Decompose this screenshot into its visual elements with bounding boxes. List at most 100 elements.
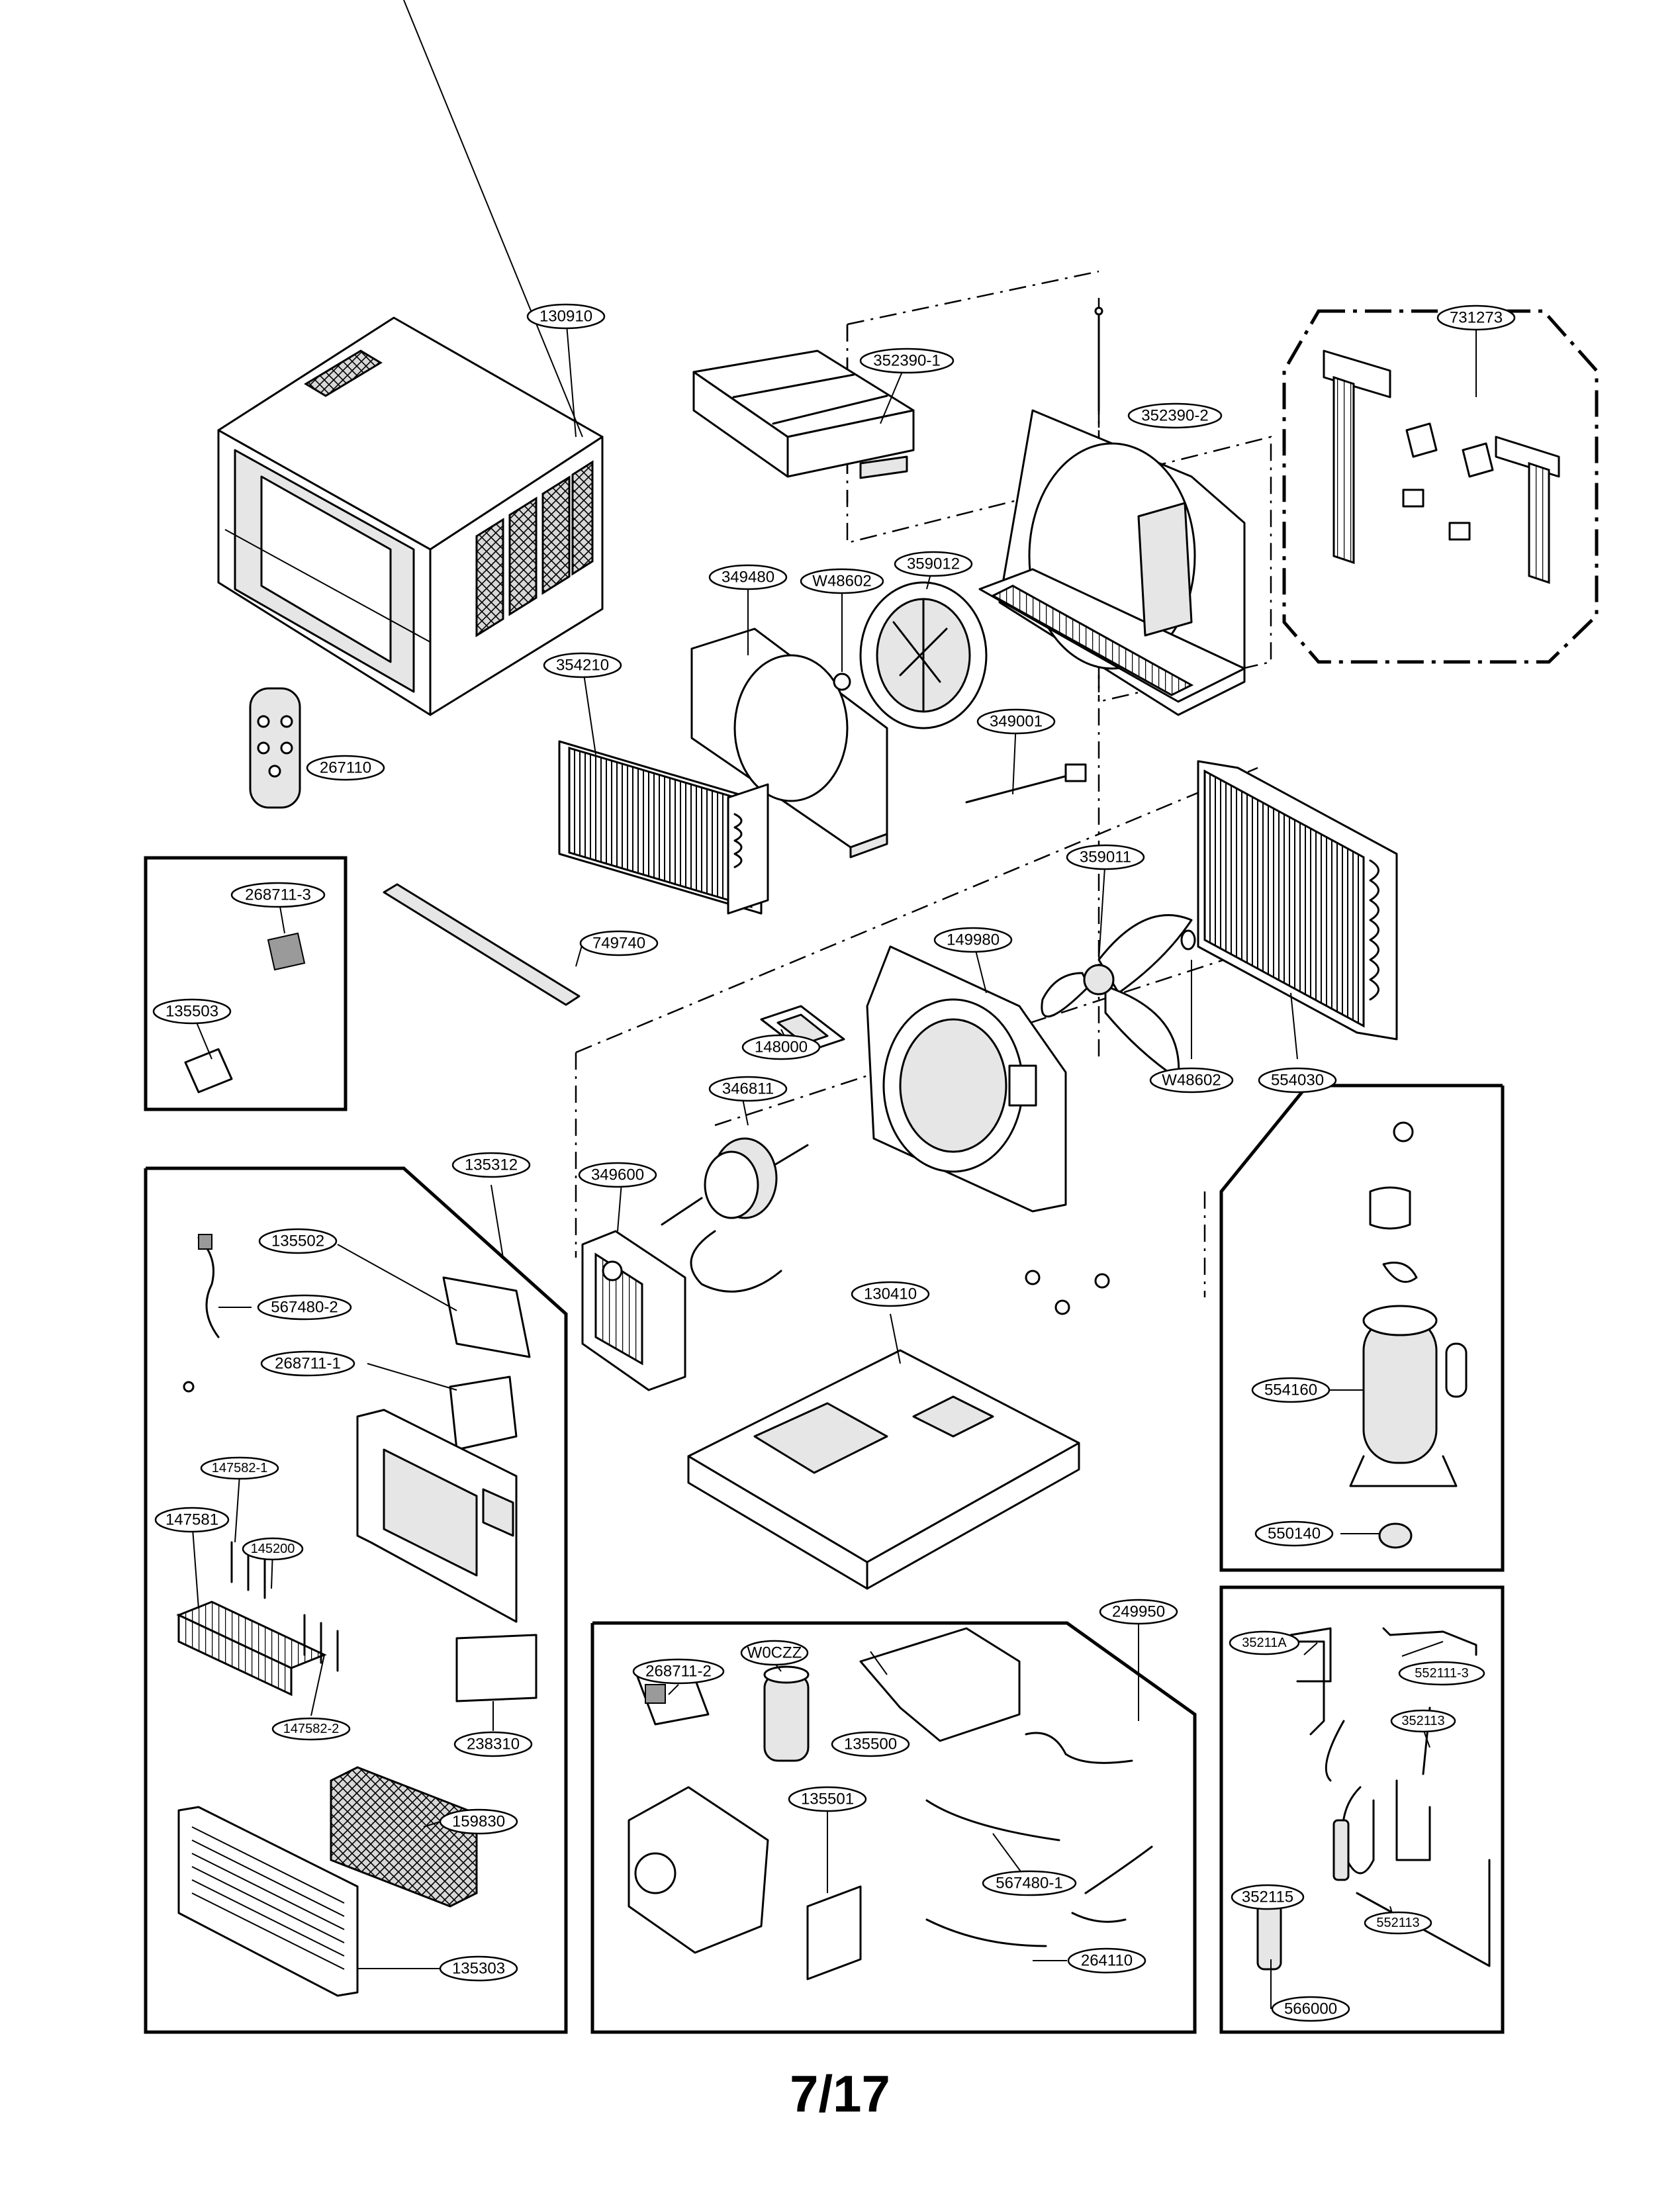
part-label-text: 349001 bbox=[990, 713, 1043, 731]
page-number: 7/17 bbox=[790, 2065, 890, 2123]
part-label: 148000 bbox=[741, 1034, 821, 1060]
part-label-text: 349480 bbox=[722, 569, 774, 586]
part-label-text: 352115 bbox=[1242, 1888, 1293, 1906]
part-label: 135312 bbox=[451, 1152, 531, 1178]
part-label: 249950 bbox=[1099, 1599, 1178, 1625]
part-label: 268711-3 bbox=[230, 882, 326, 908]
cabinet-130910 bbox=[217, 0, 604, 716]
part-label: 267110 bbox=[306, 755, 385, 781]
part-label-text: 148000 bbox=[755, 1039, 808, 1056]
part-label-text: 352390-2 bbox=[1141, 407, 1208, 425]
part-label-text: 550140 bbox=[1268, 1525, 1321, 1543]
part-label: W48602 bbox=[800, 568, 884, 594]
part-label-text: 249950 bbox=[1112, 1603, 1165, 1621]
part-label: 147581 bbox=[154, 1507, 230, 1533]
shroud-149980 bbox=[866, 945, 1067, 1213]
part-label-text: 159830 bbox=[452, 1813, 505, 1831]
shroud-349480 bbox=[690, 628, 888, 859]
part-label: 359012 bbox=[894, 551, 973, 577]
part-label-text: 147582-1 bbox=[212, 1461, 268, 1475]
part-label-text: 349600 bbox=[591, 1166, 644, 1184]
part-label-text: 135502 bbox=[271, 1233, 324, 1250]
part-label: 567480-1 bbox=[982, 1870, 1077, 1896]
part-label: 554160 bbox=[1251, 1377, 1330, 1403]
part-label: W48602 bbox=[1149, 1067, 1234, 1094]
part-label: 268711-1 bbox=[260, 1350, 355, 1377]
part-label-text: 147582-2 bbox=[283, 1722, 340, 1736]
blower-wheel-359012 bbox=[833, 581, 988, 729]
part-label: 550140 bbox=[1254, 1520, 1334, 1547]
part-label: 552111-3 bbox=[1398, 1661, 1485, 1686]
part-label-text: 554160 bbox=[1264, 1381, 1317, 1399]
section-boxes bbox=[144, 309, 1599, 2034]
part-label: 159830 bbox=[439, 1808, 518, 1835]
part-label-text: W0CZZ bbox=[747, 1644, 802, 1662]
part-label-text: 149980 bbox=[947, 931, 1000, 949]
part-label: 346811 bbox=[708, 1076, 788, 1102]
base-pan-130410 bbox=[687, 1270, 1110, 1590]
thermistor-349001 bbox=[965, 763, 1087, 804]
seal-strip-749740 bbox=[383, 883, 581, 1006]
part-label: 566000 bbox=[1271, 1996, 1350, 2022]
part-label: 130910 bbox=[526, 303, 606, 330]
part-label: 349001 bbox=[976, 708, 1056, 735]
part-label-text: 749740 bbox=[592, 935, 645, 953]
part-label-text: 268711-3 bbox=[245, 886, 311, 904]
condenser-554030 bbox=[1197, 760, 1398, 1041]
part-label-text: 264110 bbox=[1081, 1952, 1133, 1970]
remote-267110 bbox=[249, 687, 301, 809]
part-label-text: 135503 bbox=[165, 1003, 218, 1021]
part-label-text: 552113 bbox=[1376, 1916, 1419, 1930]
part-label: 349480 bbox=[708, 564, 788, 590]
bracket-349600 bbox=[581, 1230, 686, 1391]
compressor-554160 bbox=[1349, 1121, 1468, 1549]
part-label-text: 731273 bbox=[1450, 309, 1503, 327]
part-label: 268711-2 bbox=[632, 1658, 725, 1685]
part-label: 135500 bbox=[831, 1731, 910, 1757]
shroud-352390-2 bbox=[978, 306, 1246, 716]
part-label: 149980 bbox=[933, 927, 1013, 953]
part-label-text: 135312 bbox=[465, 1156, 518, 1174]
part-label-text: 567480-2 bbox=[271, 1299, 338, 1317]
part-label: 349600 bbox=[578, 1162, 657, 1188]
part-label: W0CZZ bbox=[740, 1640, 809, 1666]
part-label: 35211A bbox=[1229, 1630, 1300, 1655]
part-label-text: 267110 bbox=[320, 759, 371, 777]
part-label-text: 554030 bbox=[1271, 1072, 1324, 1090]
part-label: 352390-2 bbox=[1127, 402, 1223, 429]
parts-268711-3-135503 bbox=[184, 932, 306, 1094]
part-label-text: W48602 bbox=[812, 573, 871, 590]
air-guide-352390-1 bbox=[692, 349, 915, 479]
motor-346811 bbox=[661, 1137, 809, 1293]
part-label-text: 135500 bbox=[844, 1736, 897, 1753]
part-label: 145200 bbox=[242, 1537, 304, 1561]
bracket-kit-731273 bbox=[1323, 349, 1560, 584]
part-label-text: 354210 bbox=[556, 657, 609, 675]
part-label: 135303 bbox=[439, 1955, 518, 1982]
part-label: 359011 bbox=[1066, 844, 1145, 870]
evaporator-354210 bbox=[558, 740, 769, 915]
part-label-text: W48602 bbox=[1162, 1072, 1221, 1090]
part-label-text: 268711-1 bbox=[275, 1355, 341, 1373]
propeller-fan-359011 bbox=[1041, 914, 1196, 1080]
part-label-text: 35211A bbox=[1242, 1636, 1287, 1650]
part-label: 749740 bbox=[579, 930, 659, 956]
part-label-text: 359012 bbox=[907, 555, 960, 573]
part-label: 264110 bbox=[1067, 1947, 1146, 1974]
part-label: 352115 bbox=[1231, 1884, 1305, 1910]
part-label: 147582-2 bbox=[271, 1717, 351, 1741]
part-label: 552113 bbox=[1364, 1911, 1432, 1935]
electrical-assembly bbox=[628, 1627, 1153, 1980]
part-labels: 130910 352390-1 352390-2 731273 359012 3… bbox=[152, 303, 1516, 2022]
part-label: 238310 bbox=[453, 1731, 533, 1757]
part-label-text: 346811 bbox=[722, 1080, 774, 1098]
part-label-text: 359011 bbox=[1080, 849, 1131, 866]
part-label-text: 130910 bbox=[539, 308, 592, 326]
part-label: 135503 bbox=[152, 998, 232, 1025]
part-label-text: 566000 bbox=[1284, 2000, 1337, 2018]
part-label-text: 552111-3 bbox=[1415, 1666, 1469, 1681]
part-label-text: 130410 bbox=[864, 1285, 917, 1303]
part-label: 554030 bbox=[1258, 1067, 1337, 1094]
part-label-text: 352113 bbox=[1401, 1714, 1444, 1728]
